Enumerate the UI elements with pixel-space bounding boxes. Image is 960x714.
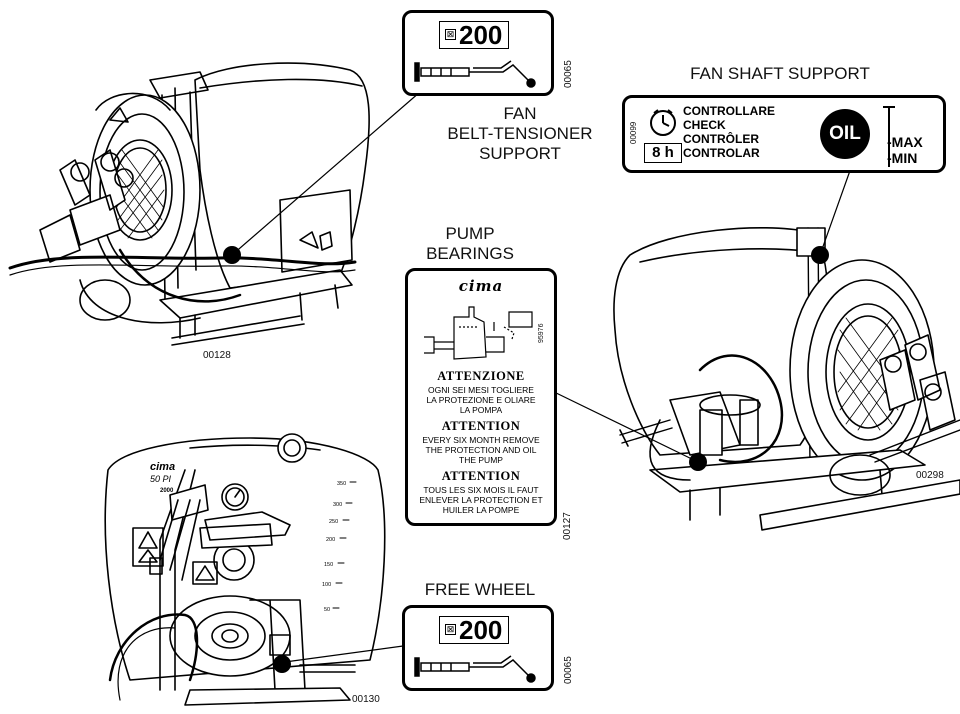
pump-section-text: EVERY SIX MONTH REMOVE THE PROTECTION AN… bbox=[408, 435, 554, 465]
callout-fan-shaft-support: FAN SHAFT SUPPORT bbox=[690, 64, 870, 83]
grease-interval-box bbox=[439, 616, 509, 644]
grease-label-bottom: ⊠ 200 bbox=[402, 605, 554, 691]
leader-fan-shaft bbox=[819, 164, 853, 256]
tank-brand: cima bbox=[150, 461, 175, 473]
tank-scale-6: 50 bbox=[324, 607, 330, 613]
pump-text-line: ENLEVER LA PROTECTION ET bbox=[419, 495, 543, 505]
callout-line: FAN bbox=[503, 104, 537, 123]
pump-section-text: OGNI SEI MESI TOGLIERE LA PROTEZIONE E O… bbox=[408, 385, 554, 415]
oil-check-words: CONTROLLARE CHECK CONTRÔLER CONTROLAR bbox=[683, 104, 775, 160]
oil-badge-icon: OIL bbox=[820, 109, 870, 159]
pump-text-line: OGNI SEI MESI TOGLIERE bbox=[428, 385, 534, 395]
lube-point-free-wheel bbox=[273, 655, 291, 673]
figure-code-bottom-left: 00130 bbox=[352, 694, 380, 705]
sprayer-top-left-drawing bbox=[8, 62, 370, 346]
lube-point-fan-shaft bbox=[811, 246, 829, 264]
pump-text-line: LA PROTEZIONE E OLIARE bbox=[426, 395, 536, 405]
pump-text-line: HUILER LA POMPE bbox=[442, 505, 520, 515]
oil-word: CONTROLLARE bbox=[683, 104, 775, 118]
pump-text-line: LA POMPA bbox=[459, 405, 503, 415]
grease-gun-icon bbox=[414, 655, 536, 683]
figure-code-right: 00298 bbox=[916, 470, 944, 481]
callout-line: BEARINGS bbox=[426, 244, 514, 263]
tank-model: 50 PI bbox=[150, 474, 172, 484]
tank-scale-2: 250 bbox=[329, 519, 338, 525]
oil-label-code: 00099 bbox=[629, 121, 638, 144]
pump-section-heading: ATTENZIONE bbox=[437, 369, 525, 383]
clock-icon bbox=[650, 109, 676, 136]
callout-line: SUPPORT bbox=[479, 144, 561, 163]
tank-scale-5: 100 bbox=[322, 582, 331, 588]
pump-text-line: THE PROTECTION AND OIL bbox=[425, 445, 537, 455]
pump-bearings-label: cima 95976 ATTENZIONE OGNI SEI MESI TOGL… bbox=[405, 268, 557, 526]
grease-hours-icon: ⊠ bbox=[445, 624, 456, 635]
lube-point-pump bbox=[689, 453, 707, 471]
callout-pump-bearings: PUMP BEARINGS bbox=[410, 224, 530, 264]
pump-text-line: EVERY SIX MONTH REMOVE bbox=[422, 435, 540, 445]
callout-fan-belt-tensioner: FAN BELT-TENSIONER SUPPORT bbox=[445, 104, 595, 164]
grease-label-top: ⊠ 200 bbox=[402, 10, 554, 96]
pump-label-code: 00127 bbox=[562, 512, 573, 540]
grease-label-code-bottom: 00065 bbox=[563, 656, 574, 684]
pump-text-line: TOUS LES SIX MOIS IL FAUT bbox=[423, 485, 539, 495]
callout-free-wheel: FREE WHEEL bbox=[424, 580, 536, 599]
dipstick-icon bbox=[883, 106, 895, 167]
grease-interval-box bbox=[439, 21, 509, 49]
grease-label-code-top: 00065 bbox=[563, 60, 574, 88]
pump-section-text: TOUS LES SIX MOIS IL FAUT ENLEVER LA PRO… bbox=[408, 485, 554, 515]
lube-point-fan-belt bbox=[223, 246, 241, 264]
grease-interval: 200 bbox=[459, 20, 503, 50]
tank-scale-1: 300 bbox=[333, 502, 342, 508]
pump-diagram-icon bbox=[424, 306, 533, 360]
oil-check-label: 00099 8 h CONTROLLARE CHECK CONTRÔLER CO… bbox=[622, 95, 946, 173]
pump-section-heading: ATTENTION bbox=[441, 419, 521, 433]
oil-word: CHECK bbox=[683, 118, 726, 132]
sprayer-right-drawing bbox=[613, 227, 960, 531]
callout-line: BELT-TENSIONER bbox=[447, 124, 593, 143]
oil-min-label: -MIN bbox=[887, 150, 918, 166]
figure-code-top-left: 00128 bbox=[203, 350, 231, 361]
tank-scale-3: 200 bbox=[326, 537, 335, 543]
tank-scale-4: 150 bbox=[324, 562, 333, 568]
pump-label-brand: cima bbox=[458, 277, 504, 295]
callout-line: PUMP bbox=[445, 224, 495, 243]
sprayer-bottom-left-drawing bbox=[104, 433, 386, 706]
pump-art-code: 95976 bbox=[538, 323, 545, 343]
leader-fan-belt bbox=[231, 91, 421, 256]
grease-hours-icon: ⊠ bbox=[445, 29, 456, 40]
oil-max-label: -MAX bbox=[887, 134, 923, 150]
oil-word: CONTROLAR bbox=[683, 146, 760, 160]
tank-sub: 2000 bbox=[160, 488, 174, 494]
oil-word: CONTRÔLER bbox=[683, 132, 759, 146]
grease-gun-icon bbox=[414, 60, 536, 88]
pump-section-heading: ATTENTION bbox=[441, 469, 521, 483]
oil-interval-hours: 8 h bbox=[644, 143, 682, 163]
leader-pump-bearings bbox=[549, 389, 699, 463]
tank-scale-0: 350 bbox=[337, 481, 346, 487]
leader-free-wheel bbox=[284, 642, 426, 663]
grease-interval: 200 bbox=[459, 615, 503, 645]
pump-text-line: THE PUMP bbox=[459, 455, 503, 465]
